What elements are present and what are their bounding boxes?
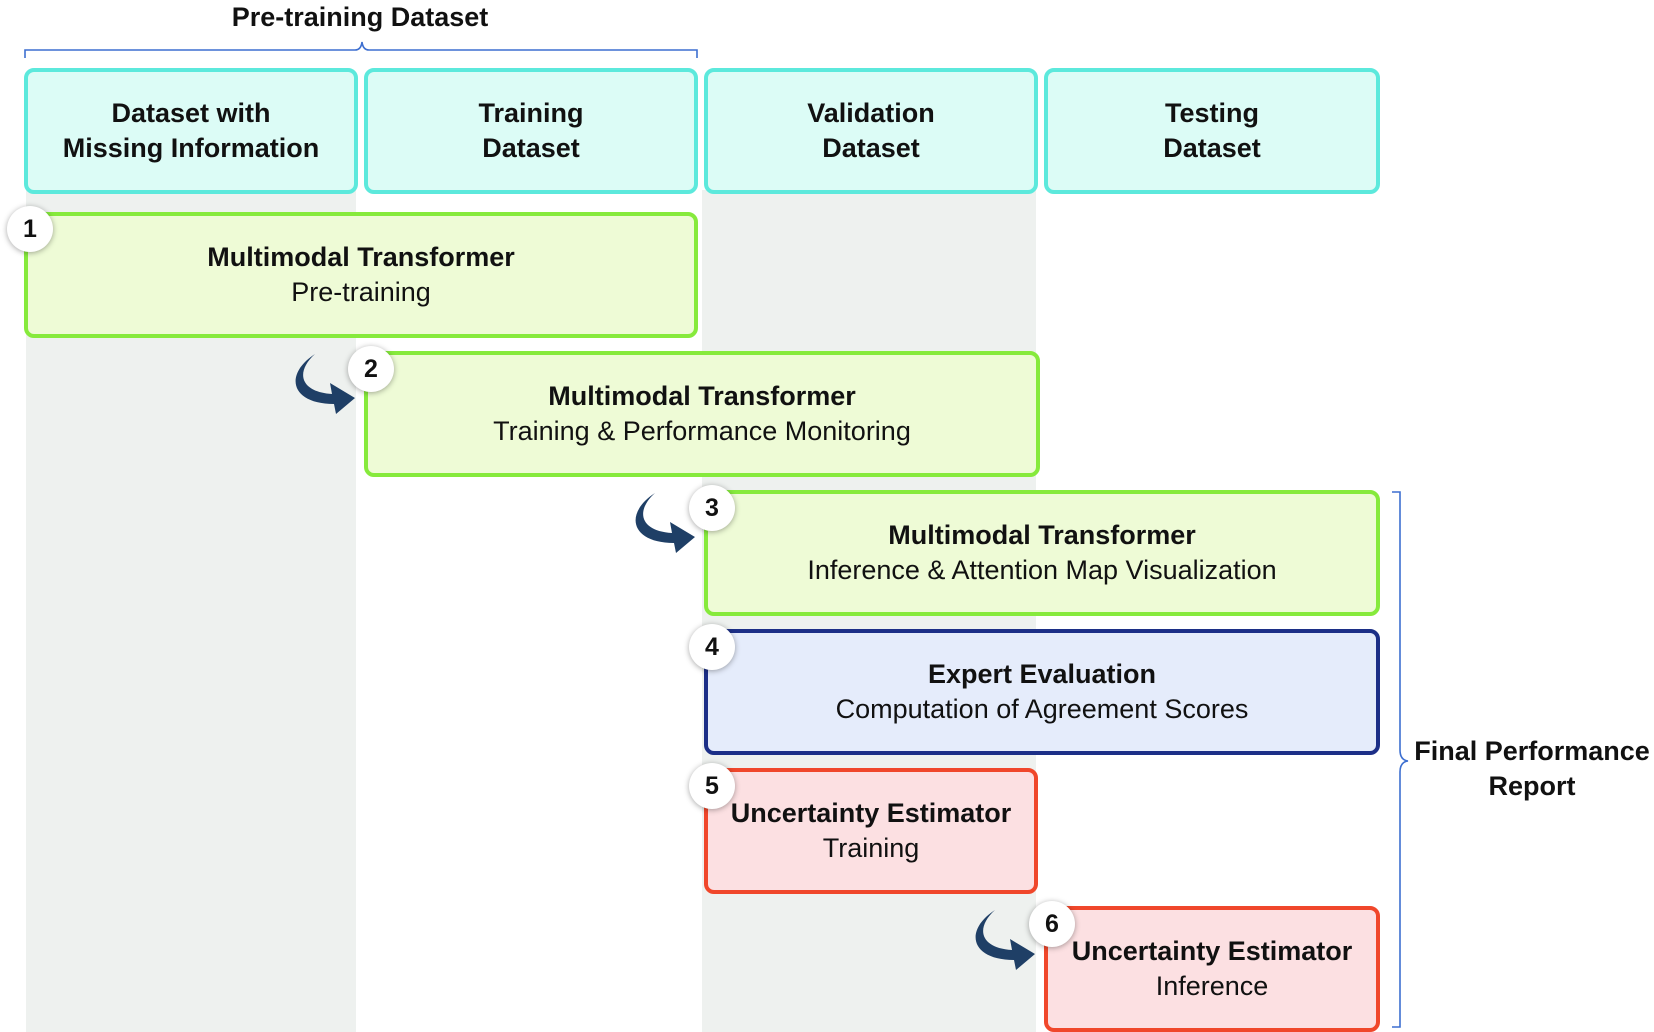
step-title: Uncertainty Estimator bbox=[730, 798, 1012, 828]
report-line2: Report bbox=[1488, 771, 1576, 801]
step-6-badge: 6 bbox=[1029, 901, 1075, 947]
step-4-badge: 4 bbox=[689, 624, 735, 670]
step-2-training: Multimodal Transformer Training & Perfor… bbox=[364, 351, 1040, 477]
top-bracket bbox=[24, 41, 698, 58]
step-title: Multimodal Transformer bbox=[207, 242, 515, 272]
step-3-inference: Multimodal Transformer Inference & Atten… bbox=[704, 490, 1380, 616]
step-title: Multimodal Transformer bbox=[888, 520, 1196, 550]
step-1-pretraining: Multimodal Transformer Pre-training bbox=[24, 212, 698, 338]
step-title: Uncertainty Estimator bbox=[1071, 936, 1353, 966]
header-testing-dataset: Testing Dataset bbox=[1044, 68, 1380, 194]
step-3-badge: 3 bbox=[689, 485, 735, 531]
report-line1: Final Performance bbox=[1414, 736, 1650, 766]
curved-arrow-icon bbox=[635, 493, 695, 553]
step-2-badge: 2 bbox=[348, 346, 394, 392]
step-subtitle: Training & Performance Monitoring bbox=[493, 416, 911, 446]
right-bracket bbox=[1392, 491, 1409, 1028]
header-line2: Dataset bbox=[1163, 133, 1261, 163]
step-6-uncertainty-inference: Uncertainty Estimator Inference bbox=[1044, 906, 1380, 1032]
step-5-badge: 5 bbox=[689, 763, 735, 809]
step-1-badge: 1 bbox=[7, 206, 53, 252]
step-title: Multimodal Transformer bbox=[548, 381, 856, 411]
final-performance-report-label: Final Performance Report bbox=[1410, 734, 1654, 804]
header-line1: Dataset with bbox=[111, 98, 271, 128]
pretraining-dataset-label: Pre-training Dataset bbox=[231, 2, 489, 32]
step-4-expert-evaluation: Expert Evaluation Computation of Agreeme… bbox=[704, 629, 1380, 755]
step-subtitle: Inference bbox=[1155, 971, 1269, 1001]
step-subtitle: Computation of Agreement Scores bbox=[835, 694, 1249, 724]
header-line2: Dataset bbox=[822, 133, 920, 163]
step-subtitle: Training bbox=[822, 833, 920, 863]
header-validation-dataset: Validation Dataset bbox=[704, 68, 1038, 194]
header-training-dataset: Training Dataset bbox=[364, 68, 698, 194]
header-line2: Dataset bbox=[482, 133, 580, 163]
header-line2: Missing Information bbox=[62, 133, 320, 163]
step-subtitle: Inference & Attention Map Visualization bbox=[807, 555, 1277, 585]
header-line1: Testing bbox=[1165, 98, 1259, 128]
step-title: Expert Evaluation bbox=[927, 659, 1157, 689]
step-subtitle: Pre-training bbox=[291, 277, 431, 307]
header-line1: Validation bbox=[807, 98, 935, 128]
header-dataset-missing-info: Dataset with Missing Information bbox=[24, 68, 358, 194]
step-5-uncertainty-training: Uncertainty Estimator Training bbox=[704, 768, 1038, 894]
header-line1: Training bbox=[478, 98, 584, 128]
